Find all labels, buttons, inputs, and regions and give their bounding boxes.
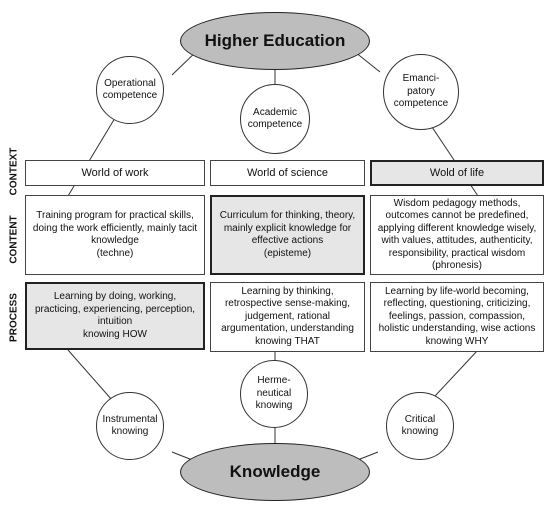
line-left-lower	[67, 349, 113, 401]
critical-knowing-node: Critical knowing	[386, 392, 454, 460]
hermeneutical-knowing-node: Herme- neutical knowing	[240, 360, 308, 428]
process-knowing-that: Learning by thinking, retrospective sens…	[210, 282, 365, 352]
academic-competence-node: Academic competence	[240, 84, 310, 154]
line-right-lower	[434, 349, 479, 397]
instrumental-knowing-node: Instrumental knowing	[96, 392, 164, 460]
row-label-process: PROCESS	[8, 293, 20, 342]
process-knowing-why: Learning by life-world becoming, reflect…	[370, 282, 544, 352]
context-world-of-life: Wold of life	[370, 160, 544, 186]
process-knowing-how: Learning by doing, working, practicing, …	[25, 282, 205, 350]
content-phronesis: Wisdom pedagogy methods, outcomes cannot…	[370, 195, 544, 275]
higher-education-node: Higher Education	[180, 12, 370, 70]
row-label-context: CONTEXT	[8, 147, 20, 196]
content-techne: Training program for practical skills, d…	[25, 195, 205, 275]
emancipatory-competence-node: Emanci- patory competence	[383, 54, 459, 130]
content-episteme: Curriculum for thinking, theory, mainly …	[210, 195, 365, 275]
row-label-content: CONTENT	[8, 215, 20, 264]
context-world-of-science: World of science	[210, 160, 365, 186]
operational-competence-node: Operational competence	[96, 56, 164, 124]
knowledge-node: Knowledge	[180, 443, 370, 501]
context-world-of-work: World of work	[25, 160, 205, 186]
